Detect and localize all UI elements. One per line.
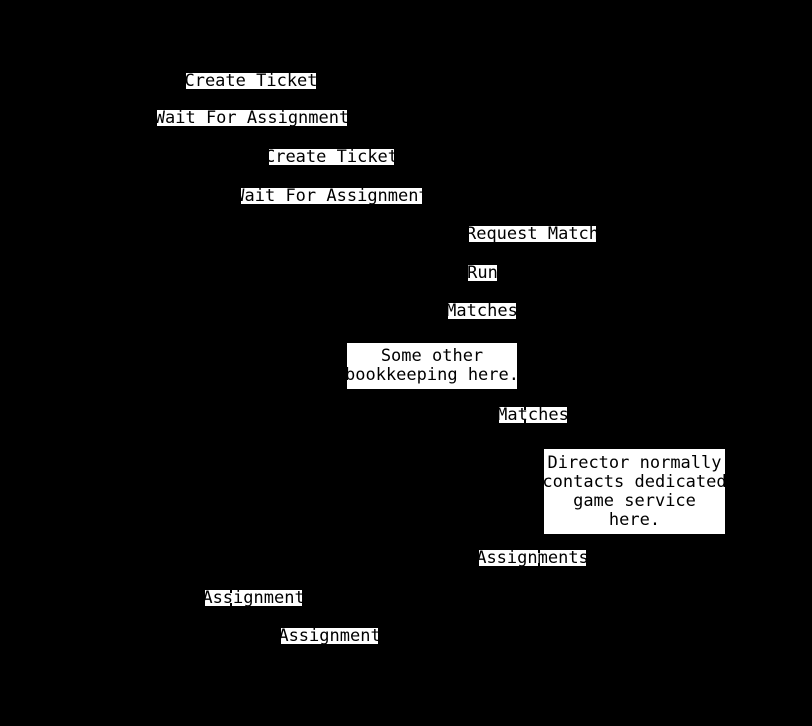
message-label: Create Ticket xyxy=(264,147,399,167)
lifeline-tick xyxy=(230,590,232,593)
note-line: game service xyxy=(573,490,696,511)
note-line: bookkeeping here. xyxy=(345,365,519,385)
note-line: here. xyxy=(608,509,661,530)
message-label: Matches xyxy=(497,405,569,425)
message-label: Wait For Assignment xyxy=(234,186,429,206)
message-label: Request Match xyxy=(465,224,600,244)
message-label: Matches xyxy=(446,301,518,321)
message-label: Assignment xyxy=(202,588,305,608)
note-line: contacts dedicated xyxy=(542,471,727,492)
message-label: Run xyxy=(467,263,498,283)
lifeline-tick xyxy=(524,407,526,410)
lifeline-tick xyxy=(538,563,540,566)
message-label: Assignments xyxy=(476,548,589,568)
lifeline-tick xyxy=(524,420,526,423)
lifeline-tick xyxy=(230,603,232,606)
lifeline-tick xyxy=(538,550,540,553)
message-label: Create Ticket xyxy=(184,71,318,91)
message-label: Assignment xyxy=(278,626,381,646)
note-line: Some other xyxy=(380,346,484,366)
message-label: Wait For Assignment xyxy=(154,108,350,128)
note-line: Director normally xyxy=(547,452,722,473)
